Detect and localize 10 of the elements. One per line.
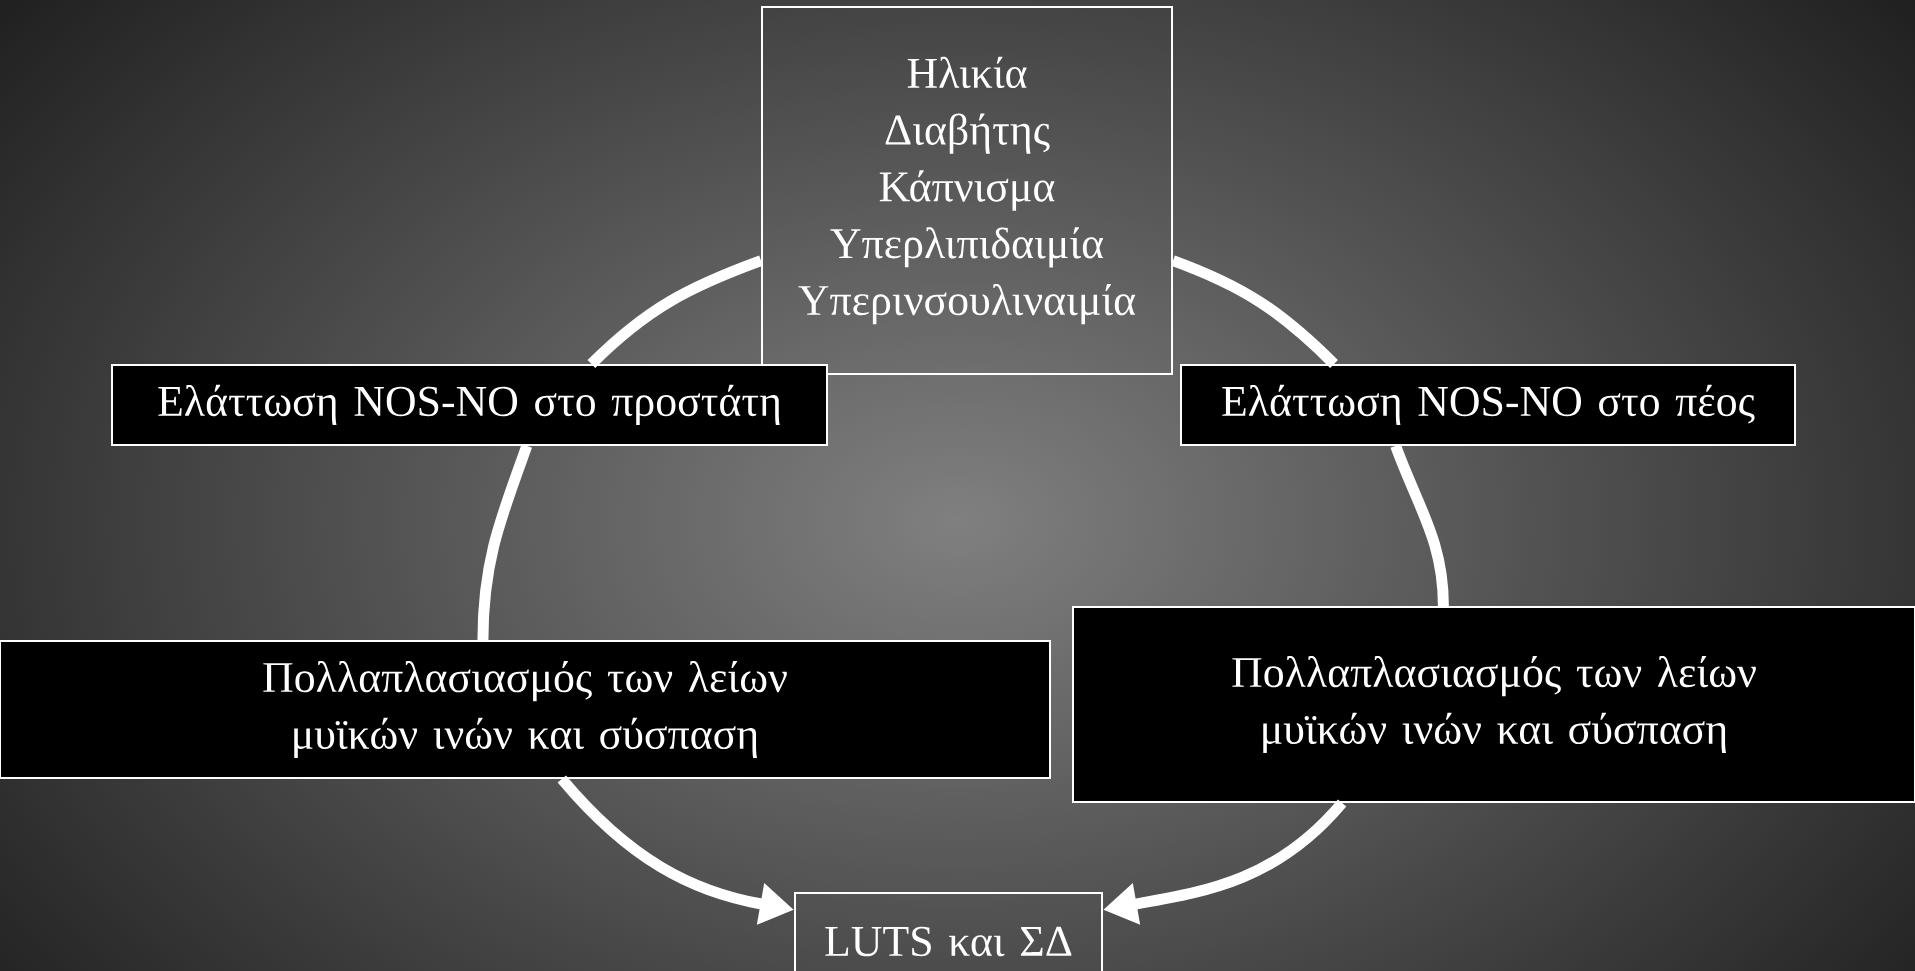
risk-factor-box: Ηλικία Διαβήτης Κάπνισμα Υπερλιπιδαιμία Υπερινσουλιναιμία [761,6,1173,375]
text-box: Πολλαπλασιασμός των λείων μυϊκών ινών και σύσπαση [0,640,1051,779]
connector-line [1171,255,1338,368]
connector-line [1390,444,1449,607]
text-box: LUTS και ΣΔ [794,892,1103,971]
connector-line [587,255,763,368]
text-box: Ελάττωση NOS-NO στο πέος [1180,364,1797,446]
text-box: Πολλαπλασιασμός των λείων μυϊκών ινών και σύσπαση [1072,606,1915,803]
text-box: Ελάττωση NOS-NO στο προστάτη [111,364,828,446]
connector-line [477,444,533,641]
